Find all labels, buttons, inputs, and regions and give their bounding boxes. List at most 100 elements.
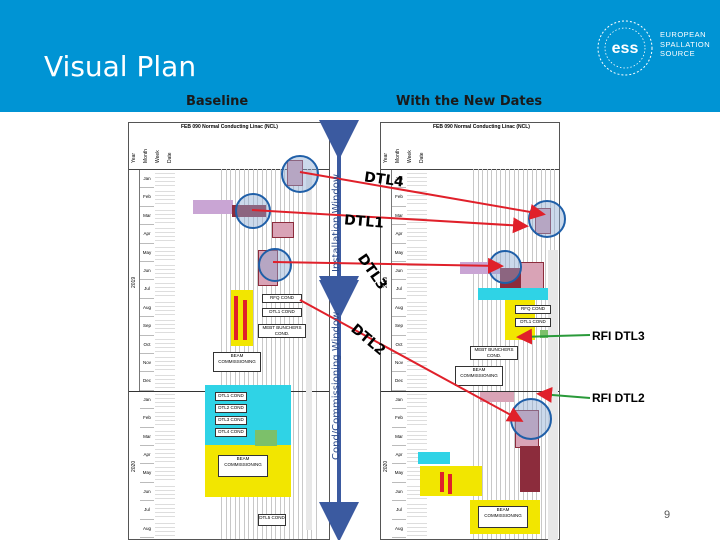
install-block — [193, 200, 233, 214]
chart-gridline — [266, 169, 267, 539]
month-cell: Aug — [392, 520, 406, 538]
dtl1-install-block — [272, 222, 294, 238]
date-cells — [407, 372, 427, 391]
year-column-2019 — [129, 170, 140, 391]
date-cells — [155, 390, 175, 410]
date-cells — [407, 409, 427, 428]
chart-header-col: Year — [131, 152, 137, 163]
month-cell: Jul — [392, 280, 406, 299]
chart-header-col: Month — [395, 149, 401, 163]
conditioning-block — [448, 474, 452, 494]
gray-track — [306, 170, 312, 530]
chart-header-title: FEB 090 Normal Conducting Linac (NCL) — [181, 124, 278, 130]
month-cell: Apr — [392, 225, 406, 244]
ess-logo: ess EUROPEAN SPALLATION SOURCE — [594, 18, 714, 78]
dtl4-baseline-circle — [281, 155, 319, 193]
date-cells — [155, 335, 175, 354]
date-cells — [155, 317, 175, 336]
date-cells — [155, 354, 175, 373]
chart-gridline — [288, 169, 290, 539]
rfi-dtl3-label: RFI DTL3 — [592, 329, 645, 343]
chart-gridline — [284, 169, 285, 539]
month-cell: Dec — [392, 372, 406, 391]
mebt-bunchers-cond-box: MEBT BUNCHERS COND. — [258, 324, 306, 338]
month-cell: Dec — [140, 372, 154, 391]
date-cells — [407, 170, 427, 189]
month-cell: Jun — [392, 262, 406, 281]
chart-gridline — [315, 169, 317, 539]
month-cell: Feb — [392, 188, 406, 207]
month-cell: Nov — [140, 354, 154, 373]
chart-header-col: Week — [407, 150, 413, 163]
month-cell: Jan — [392, 391, 406, 410]
dtl2-cond-box: DTL2 COND — [215, 404, 247, 413]
dtl3-baseline-circle — [258, 248, 292, 282]
conditioning-block — [234, 296, 238, 340]
month-cell: Nov — [392, 354, 406, 373]
date-cells — [155, 372, 175, 391]
chart-gridline — [540, 169, 542, 539]
date-cells — [407, 335, 427, 354]
installation-window-label: Installation Window — [331, 174, 342, 272]
chart-gridline — [522, 169, 524, 539]
chart-gridline — [293, 169, 294, 539]
month-cell: Aug — [392, 299, 406, 318]
month-cell: Jul — [140, 501, 154, 520]
chart-header-col: Date — [419, 152, 425, 163]
baseline-label: Baseline — [186, 94, 249, 109]
chart-header-title: FEB 090 Normal Conducting Linac (NCL) — [433, 124, 530, 130]
date-cells — [155, 188, 175, 207]
date-cells — [407, 225, 427, 244]
install-block — [480, 392, 514, 402]
chart-gridline — [536, 169, 537, 539]
dtl2-new-circle — [510, 398, 552, 440]
month-cell: Jan — [140, 391, 154, 410]
dtl4-cond-box: DTL4 COND — [215, 428, 247, 437]
date-cells — [407, 206, 427, 226]
date-cells — [407, 501, 427, 520]
rfq-cond-box: RFQ COND — [262, 294, 302, 303]
month-cell: May — [392, 244, 406, 262]
chart-header-col: Year — [383, 152, 389, 163]
date-cells — [407, 188, 427, 207]
year-label: 2019 — [131, 277, 137, 289]
beam-commissioning-box: BEAM COMMISSIONING — [455, 366, 503, 386]
chart-gridline — [545, 169, 546, 539]
date-cells — [407, 519, 427, 538]
month-cell: Oct — [392, 336, 406, 354]
conditioning-block — [243, 300, 247, 340]
ess-logo-mark-icon: ess — [597, 20, 653, 76]
date-cells — [407, 354, 427, 373]
month-cell: Mar — [392, 428, 406, 446]
month-cell: Jun — [140, 262, 154, 281]
date-cells — [407, 298, 427, 318]
year-label: 2020 — [131, 461, 137, 473]
month-cell: Jul — [392, 501, 406, 520]
logo-mark-text: ess — [612, 40, 639, 57]
date-cells — [155, 298, 175, 318]
green-block — [540, 330, 548, 338]
rfq-cond-box: RFQ COND — [515, 305, 551, 314]
chart-gridline — [302, 169, 303, 539]
date-cells — [155, 243, 175, 262]
date-cells — [155, 206, 175, 226]
month-cell: Apr — [140, 446, 154, 465]
month-cell: Sep — [392, 317, 406, 336]
dtl1-label: DTL1 — [343, 212, 385, 232]
conditioning-block — [440, 472, 444, 492]
month-cell: Feb — [140, 188, 154, 207]
chart-gridline — [558, 169, 559, 539]
month-cell: Feb — [140, 409, 154, 428]
date-cells — [407, 390, 427, 410]
date-cells — [407, 280, 427, 299]
logo-line-1: EUROPEAN — [660, 30, 707, 39]
beam-commissioning-box: BEAM COMMISSIONING — [213, 352, 261, 372]
month-cell: Mar — [392, 207, 406, 226]
date-cells — [155, 427, 175, 446]
month-cell: May — [140, 464, 154, 483]
month-cell: Jul — [140, 280, 154, 299]
date-cells — [155, 262, 175, 281]
month-cell: Sep — [140, 317, 154, 336]
beam-commissioning-box: BEAM COMMISSIONING — [218, 455, 268, 477]
date-cells — [155, 446, 175, 465]
